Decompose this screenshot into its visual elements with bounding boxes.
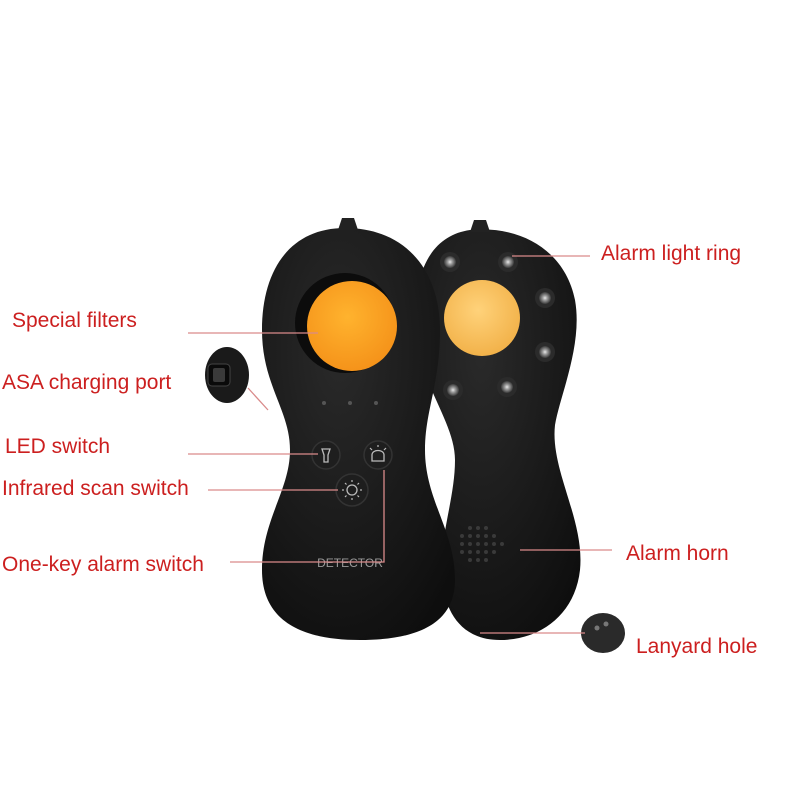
back-lug — [470, 220, 490, 232]
label-infrared-switch: Infrared scan switch — [2, 477, 189, 500]
leader-alarm-switch — [230, 470, 385, 563]
leader-lines — [188, 255, 612, 634]
indicator-dot — [322, 401, 326, 405]
speaker-grille — [460, 526, 504, 562]
leader-charging-port — [247, 387, 269, 411]
indicator-dot — [348, 401, 352, 405]
led — [539, 292, 551, 304]
label-alarm-switch: One-key alarm switch — [2, 553, 204, 576]
device-brand: DETECTOR — [317, 556, 383, 570]
charging-port-closeup — [205, 347, 249, 403]
back-device — [415, 220, 581, 640]
label-alarm-horn: Alarm horn — [626, 542, 729, 565]
indicator-dot — [374, 401, 378, 405]
lanyard-hole-closeup — [581, 613, 625, 653]
back-filter-lens — [444, 280, 520, 356]
alarm-led-ring — [440, 252, 555, 400]
label-alarm-light-ring: Alarm light ring — [601, 242, 742, 265]
led — [501, 381, 513, 393]
led — [447, 384, 459, 396]
led — [502, 256, 514, 268]
label-led-switch: LED switch — [5, 435, 111, 458]
led — [539, 346, 551, 358]
infrared-switch-button — [335, 473, 369, 507]
label-charging-port: ASA charging port — [2, 371, 172, 394]
alarm-icon — [371, 449, 385, 462]
front-device: DETECTOR — [262, 218, 455, 640]
led-switch-button — [311, 440, 341, 470]
front-lug — [338, 218, 358, 230]
front-filter-lens — [307, 281, 397, 371]
flashlight-icon — [321, 448, 331, 463]
label-lanyard-hole: Lanyard hole — [636, 635, 758, 658]
sun-icon — [346, 484, 358, 496]
alarm-switch-button — [363, 440, 393, 470]
label-special-filters: Special filters — [12, 309, 137, 332]
led — [444, 256, 456, 268]
